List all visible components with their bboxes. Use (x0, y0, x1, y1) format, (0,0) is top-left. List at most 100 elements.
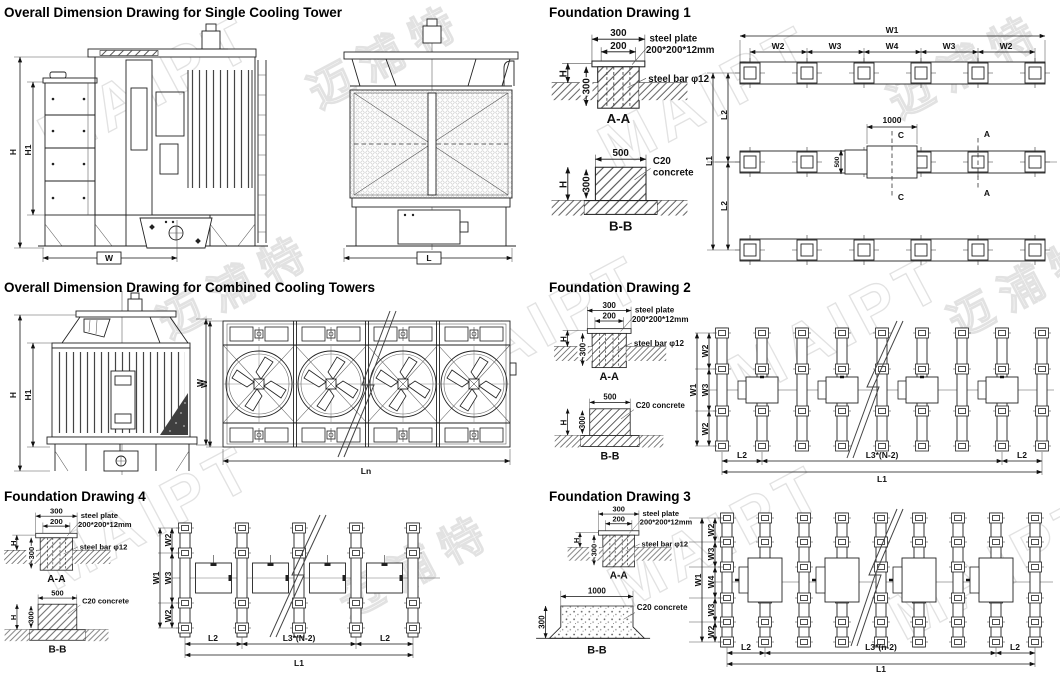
dim-label-l3: L3*(n-2) (865, 642, 897, 652)
dim-label: 300 (27, 547, 36, 560)
dim-label-l1: L1 (877, 474, 887, 484)
dim-label: 300 (612, 504, 624, 513)
note-steel-plate-size: 200*200*12mm (646, 45, 715, 56)
dim-label-l2: L2 (737, 450, 747, 460)
foundation4-section-bb: 500 H 300 C20 concrete B-B (4, 588, 129, 656)
dim-label-l3: L3*(N-2) (283, 633, 316, 643)
dim-label-l2: L2 (1010, 642, 1020, 652)
dim-label-w: W (199, 379, 209, 388)
dim-label-l3: L3*(N-2) (866, 450, 899, 460)
dim-label-l2: L2 (719, 110, 729, 120)
section-mark-a: A (984, 188, 990, 198)
note-steel-plate-size: 200*200*12mm (632, 315, 689, 324)
single-tower-drawing: H H1 W (8, 18, 519, 265)
dim-label: 1000 (883, 115, 902, 125)
dim-label: 300 (610, 28, 627, 39)
dim-label-w3: W3 (943, 41, 956, 51)
dim-label-h1: H1 (23, 144, 33, 155)
section-title-foundation3: Foundation Drawing 3 (549, 489, 691, 504)
section-title-foundation4: Foundation Drawing 4 (4, 489, 146, 504)
section-label-bb: B-B (48, 645, 66, 656)
dim-label-h1: H1 (23, 389, 33, 400)
dim-label-h: H (572, 538, 581, 543)
dim-label-h: H (559, 181, 570, 188)
note-steel-plate: steel plate (635, 306, 675, 315)
tower-front-view: L (343, 18, 519, 265)
dim-label-h: H (9, 615, 18, 620)
combined-plan-view: W Ln (199, 310, 517, 476)
fan-motor (127, 298, 143, 313)
foundation1-section-bb: 500 H 300 C20 concrete B-B (551, 148, 694, 234)
note-steel-bar: steel bar φ12 (648, 74, 709, 85)
dim-label-w4: W4 (886, 41, 899, 51)
dim-label-h: H (8, 392, 18, 398)
note-steel-bar: steel bar φ12 (80, 543, 128, 552)
section-label-aa: A-A (600, 371, 620, 383)
dim-label-w2: W2 (1000, 41, 1013, 51)
dim-label: 300 (582, 78, 593, 95)
dim-label: 300 (582, 176, 593, 193)
tower-side-view: H H1 W (8, 23, 268, 265)
note-steel-plate: steel plate (81, 511, 118, 520)
foundation2-section-bb: 500 H 300 C20 concrete B-B (554, 393, 686, 462)
dim-label-w2: W2 (163, 609, 173, 622)
note-concrete: C20 (653, 156, 671, 167)
dim-label-w2: W2 (700, 344, 710, 357)
dim-label-ln: Ln (361, 466, 371, 476)
dim-label: 300 (578, 415, 587, 429)
break-line (850, 508, 898, 647)
ladder (257, 60, 267, 243)
fan-motor (422, 25, 442, 44)
dim-label: 300 (538, 615, 547, 629)
foundation2-drawing: 300 200 H 300 steel plate 200*200*12mm s… (554, 301, 1054, 484)
section-label-aa: A-A (607, 111, 631, 126)
section-title-foundation1: Foundation Drawing 1 (549, 5, 691, 20)
dim-label-l2: L2 (719, 201, 729, 211)
dim-label: 200 (602, 312, 616, 321)
dim-label-l1: L1 (704, 156, 714, 166)
dim-label-w: W (195, 378, 205, 387)
note-steel-plate: steel plate (649, 34, 697, 45)
dim-label-h: H (559, 336, 568, 342)
dim-label-w3: W3 (829, 41, 842, 51)
break-line (846, 320, 898, 459)
dim-label: 1000 (588, 587, 606, 596)
foundation2-plan: W1 W2 W3 W2 L2 L3*(N-2) L2 L1 (688, 320, 1054, 484)
dim-label-w2: W2 (163, 533, 173, 546)
note-steel-plate-size: 200*200*12mm (640, 518, 693, 527)
dim-label-w2: W2 (700, 422, 710, 435)
dim-label-h: H (560, 419, 569, 425)
dim-label: 500 (51, 588, 63, 597)
foundation1-plan: W1 W2 W3 W4 W3 W2 500 1000 C C A A L2 L2… (704, 25, 1057, 266)
dim-label: 300 (27, 611, 36, 623)
foundation3-drawing: 300 200 H 300 steel plate 200*200*12mm s… (536, 504, 1053, 673)
dim-label-l2: L2 (380, 633, 390, 643)
note-concrete: C20 concrete (637, 603, 688, 612)
dim-label-w2: W2 (772, 41, 785, 51)
dim-label-w1: W1 (688, 383, 698, 396)
dim-label-w1: W1 (886, 25, 899, 35)
foundation2-section-aa: 300 200 H 300 steel plate 200*200*12mm s… (554, 301, 689, 383)
dim-label: 500 (834, 156, 841, 167)
dim-label-w3: W3 (700, 383, 710, 396)
dim-label-l2: L2 (208, 633, 218, 643)
dim-label-h: H (8, 149, 18, 155)
dim-label: 300 (578, 342, 587, 356)
foundation4-section-aa: 300 200 H 300 steel plate 200*200*12mm s… (4, 507, 132, 585)
shaded-corner (160, 393, 188, 435)
dim-label-w2: W2 (706, 523, 716, 536)
break-line (337, 310, 391, 458)
dim-label-w3: W3 (706, 603, 716, 616)
dim-label-w3: W3 (163, 571, 173, 584)
dim-label-h: H (9, 540, 18, 546)
dim-label-w2: W2 (706, 625, 716, 638)
section-mark-a: A (984, 129, 990, 139)
break-line (269, 514, 321, 638)
dim-label: 300 (590, 544, 599, 556)
dim-label-l: L (426, 253, 431, 263)
foundation4-plan: W1 W2 W3 W2 L2 L3*(N-2) L2 L1 (151, 514, 440, 668)
note-steel-bar: steel bar φ12 (634, 339, 685, 348)
note-concrete: C20 concrete (636, 401, 686, 410)
section-title-combined-towers: Overall Dimension Drawing for Combined C… (4, 280, 376, 295)
